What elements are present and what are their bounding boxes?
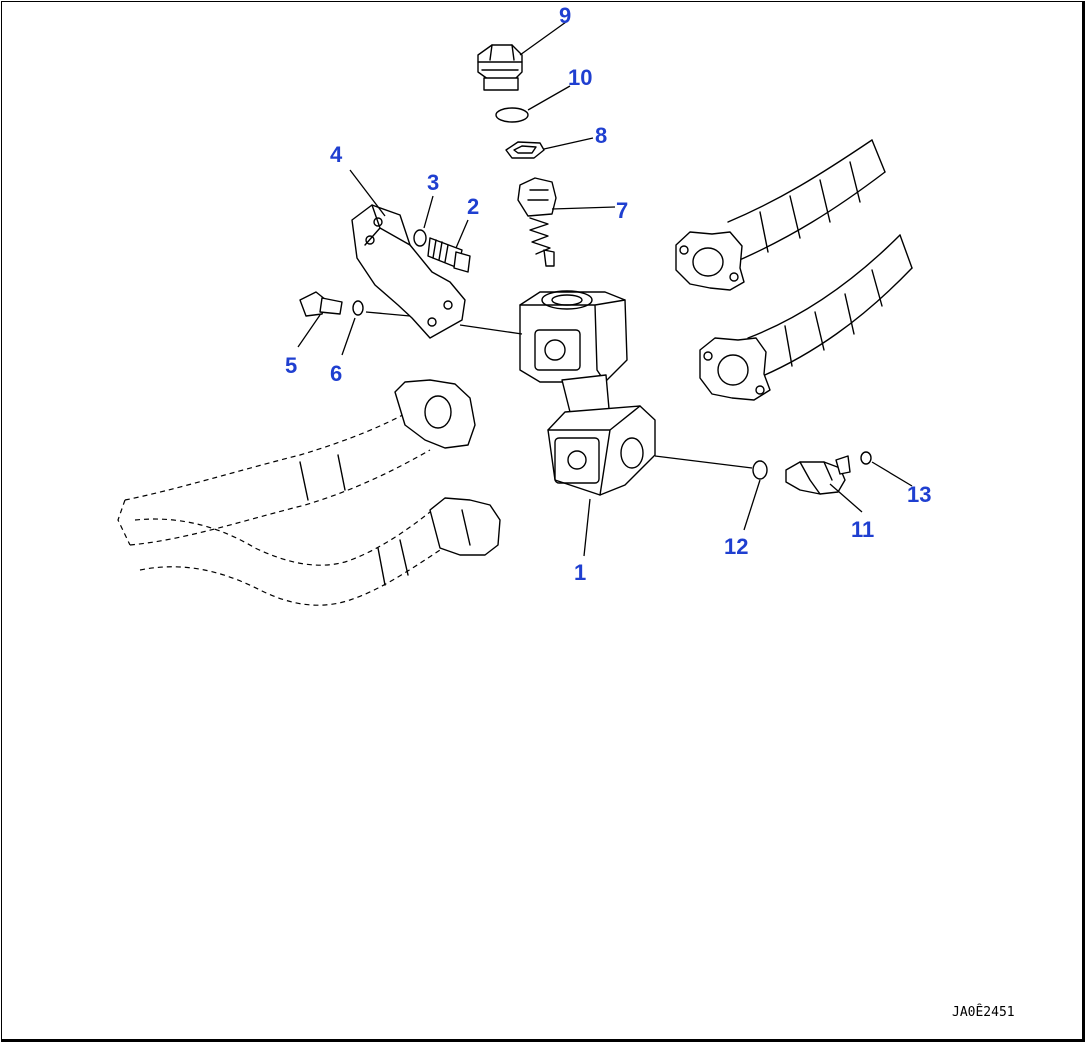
callout-2: 2: [467, 194, 479, 219]
callout-4: 4: [330, 142, 343, 167]
leader-2: [455, 219, 469, 249]
leader-1: [583, 498, 591, 557]
leader-4: [349, 169, 386, 217]
part-6-washer: [352, 300, 364, 316]
callout-5: 5: [285, 353, 297, 378]
hose-lower-right: [699, 234, 913, 401]
callout-6: 6: [330, 361, 342, 386]
ref-line-6: [365, 311, 411, 317]
part-11-elbow: [785, 455, 851, 495]
callout-12: 12: [724, 534, 748, 559]
part-7-cartridge: [517, 177, 557, 267]
callout-11: 11: [851, 517, 874, 542]
hose-left-long: [117, 379, 476, 546]
leader-10: [527, 85, 571, 111]
part-3-washer: [413, 229, 427, 247]
callout-13: 13: [907, 482, 931, 507]
part-1-valve-block: [519, 290, 656, 496]
leader-13: [871, 461, 913, 487]
leader-lines: [297, 21, 913, 557]
part-5-bolt: [299, 291, 343, 317]
callout-10: 10: [568, 65, 592, 90]
leader-9: [519, 21, 567, 56]
leader-3: [423, 195, 434, 229]
figure-id: JA0Ȇ2451: [952, 1004, 1015, 1020]
callout-8: 8: [595, 123, 607, 148]
callout-3: 3: [427, 170, 439, 195]
leader-8: [543, 137, 594, 150]
leader-11: [829, 483, 863, 513]
part-8-gasket: [505, 141, 545, 159]
part-4-bracket: [351, 204, 466, 339]
leader-6: [341, 317, 356, 356]
ref-line-bracket: [459, 324, 523, 335]
leader-12: [743, 479, 761, 531]
leader-7: [551, 206, 616, 210]
callout-7: 7: [616, 198, 628, 223]
part-13-o-ring: [860, 451, 872, 465]
hose-left-curved: [134, 497, 501, 606]
ref-line-12: [654, 455, 753, 469]
leader-5: [297, 314, 321, 348]
hose-upper-right: [675, 139, 886, 291]
part-9-plug: [477, 44, 523, 91]
part-12-o-ring: [752, 460, 768, 480]
part-10-o-ring: [495, 107, 529, 123]
part-2-bolt: [427, 237, 471, 273]
callout-1: 1: [574, 560, 586, 585]
callout-9: 9: [559, 3, 571, 28]
callout-labels: 1 2 3 4 5 6 7 8 9 10 11 12 13: [285, 3, 931, 585]
